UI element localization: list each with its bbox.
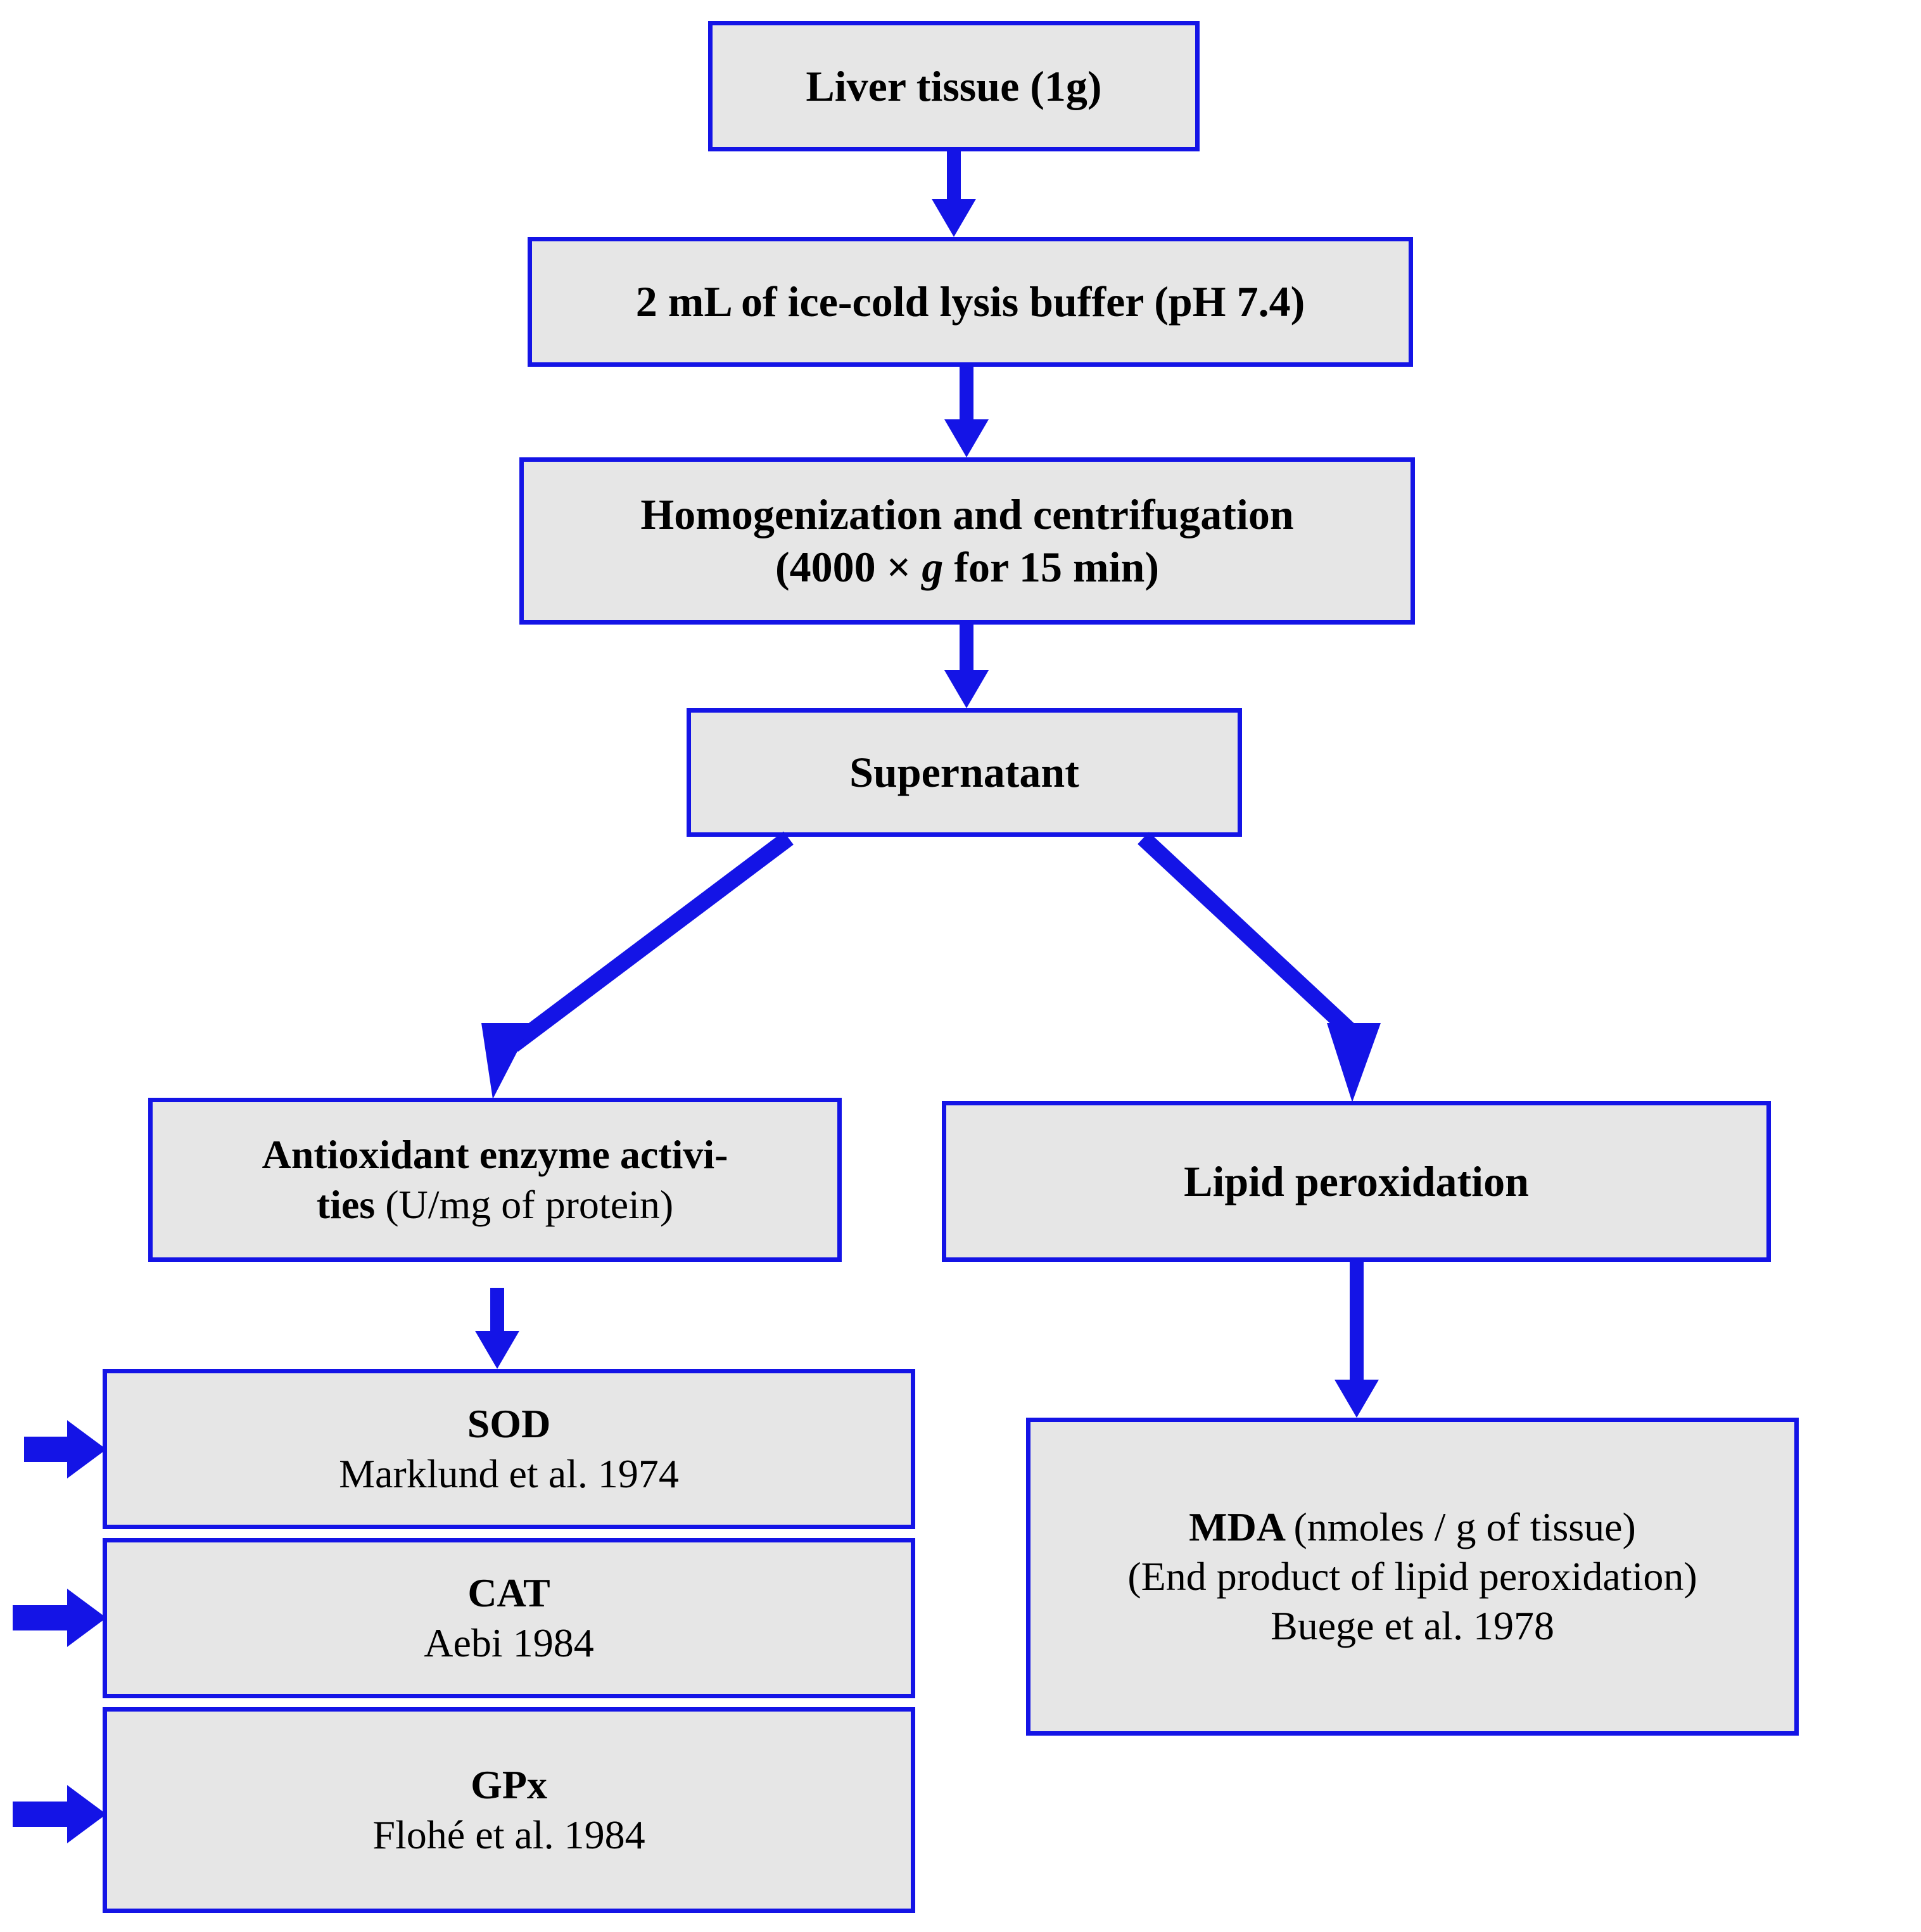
node-supernatant: Supernatant: [687, 708, 1242, 837]
node-homogenization-line2: (4000 × g for 15 min): [524, 541, 1411, 594]
node-gpx: GPx Flohé et al. 1984: [103, 1707, 915, 1913]
arrow-head: [67, 1785, 106, 1843]
arrow-head: [944, 670, 989, 708]
arrow-into-cat: [13, 1589, 106, 1647]
node-lysis-buffer: 2 mL of ice-cold lysis buffer (pH 7.4): [528, 237, 1413, 367]
node-sod: SOD Marklund et al. 1974: [103, 1369, 915, 1529]
node-antioxidant-line1: Antioxidant enzyme activi-: [262, 1132, 728, 1178]
arrow-into-gpx: [13, 1785, 106, 1843]
arrow-tail: [13, 1802, 75, 1827]
antioxidant-ties-bold: ties: [316, 1181, 386, 1227]
node-gpx-reference: Flohé et al. 1984: [372, 1812, 645, 1857]
node-mda-line2: (End product of lipid peroxidation): [1127, 1553, 1697, 1599]
node-homogenization: Homogenization and centrifugation (4000 …: [519, 457, 1415, 625]
arrow-head: [944, 419, 989, 457]
antioxidant-units: (U/mg of protein): [385, 1181, 674, 1227]
node-cat-title: CAT: [467, 1570, 550, 1616]
arrow-liver-to-lysis: [932, 151, 976, 237]
arrow-lipid-to-mda: [1335, 1262, 1379, 1418]
node-lipid-peroxidation-label: Lipid peroxidation: [1184, 1157, 1529, 1205]
arrow-into-sod: [24, 1420, 106, 1478]
arrow-supernatant-to-lipid: [1138, 832, 1381, 1102]
node-mda-line1: MDA (nmoles / g of tissue): [1030, 1503, 1794, 1552]
node-mda-line3: Buege et al. 1978: [1271, 1603, 1554, 1649]
arrow-homogenization-to-supernatant: [944, 625, 989, 708]
node-lipid-peroxidation: Lipid peroxidation: [942, 1101, 1771, 1262]
arrow-lysis-to-homogenization: [944, 367, 989, 457]
arrow-head: [475, 1331, 519, 1369]
arrow-shaft: [490, 1288, 504, 1332]
node-lysis-buffer-label: 2 mL of ice-cold lysis buffer (pH 7.4): [635, 277, 1305, 326]
arrow-shaft: [947, 151, 961, 201]
mda-abbrev: MDA: [1189, 1504, 1294, 1549]
homog-suffix: for 15 min): [943, 543, 1159, 591]
node-liver-tissue: Liver tissue (1g): [708, 21, 1200, 151]
node-gpx-title: GPx: [471, 1762, 547, 1808]
node-sod-title: SOD: [467, 1401, 551, 1447]
arrow-supernatant-to-antioxidant: [481, 831, 794, 1099]
node-liver-tissue-label: Liver tissue (1g): [806, 61, 1102, 110]
homog-prefix: (4000 ×: [775, 543, 922, 591]
arrow-head: [67, 1589, 106, 1647]
node-antioxidant-line2: ties (U/mg of protein): [153, 1180, 837, 1230]
arrow-tail: [24, 1437, 75, 1462]
arrow-shaft: [1350, 1262, 1364, 1382]
node-antioxidant-enzyme-activities: Antioxidant enzyme activi- ties (U/mg of…: [148, 1098, 842, 1262]
mda-units: (nmoles / g of tissue): [1293, 1504, 1636, 1549]
node-cat-reference: Aebi 1984: [424, 1620, 594, 1665]
node-sod-reference: Marklund et al. 1974: [339, 1451, 679, 1496]
homog-g-italic: g: [922, 543, 944, 591]
arrow-shaft: [960, 625, 973, 672]
arrow-tail: [13, 1605, 75, 1630]
arrow-antioxidant-to-sod: [475, 1288, 519, 1369]
node-homogenization-line1: Homogenization and centrifugation: [640, 490, 1294, 539]
arrow-head: [67, 1420, 106, 1478]
node-mda: MDA (nmoles / g of tissue) (End product …: [1026, 1418, 1799, 1736]
arrow-head: [1335, 1380, 1379, 1418]
node-cat: CAT Aebi 1984: [103, 1538, 915, 1698]
node-supernatant-label: Supernatant: [849, 748, 1079, 797]
arrow-head: [932, 199, 976, 237]
arrow-shaft: [960, 367, 973, 421]
